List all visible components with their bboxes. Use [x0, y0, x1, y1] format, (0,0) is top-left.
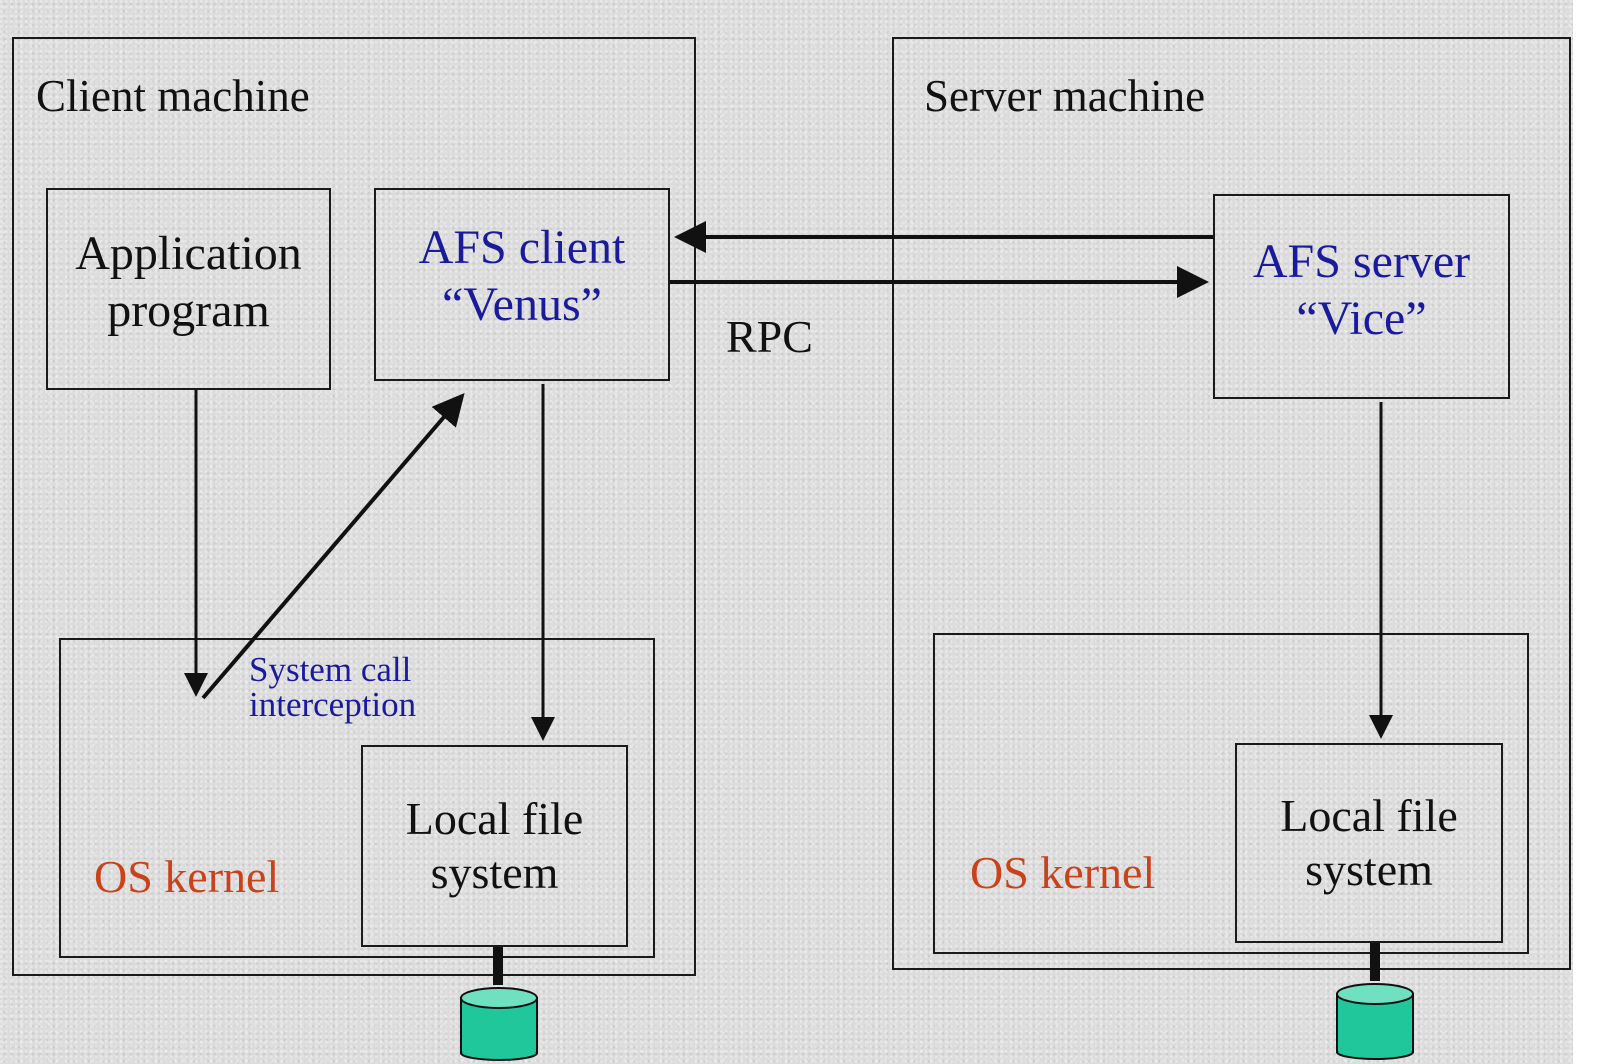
server-machine-box — [892, 37, 1571, 970]
server-machine-title: Server machine — [924, 71, 1206, 121]
client-local-fs-box: Local file system — [361, 745, 628, 947]
diagram-canvas: Client machine Application program AFS c… — [0, 0, 1573, 1064]
server-disk-icon — [1336, 983, 1414, 1060]
afs-server-line2: “Vice” — [1296, 291, 1427, 345]
server-local-fs-line1: Local file — [1280, 790, 1458, 841]
syscall-line1: System call — [249, 650, 412, 689]
server-local-fs-box: Local file system — [1235, 743, 1503, 943]
server-local-fs-line2: system — [1305, 844, 1433, 896]
rpc-label: RPC — [726, 311, 813, 362]
client-disk-connector — [493, 947, 503, 985]
application-program-line2: program — [107, 283, 270, 337]
application-program-box: Application program — [46, 188, 331, 390]
afs-server-line1: AFS server — [1252, 235, 1471, 288]
afs-server-vice-box: AFS server “Vice” — [1213, 194, 1510, 399]
server-os-kernel-box — [933, 633, 1529, 954]
client-local-fs-line1: Local file — [405, 793, 584, 844]
client-disk-icon — [460, 987, 538, 1061]
server-os-kernel-label: OS kernel — [970, 847, 1156, 898]
afs-client-line2: “Venus” — [442, 277, 602, 331]
afs-client-venus-box: AFS client “Venus” — [374, 188, 670, 381]
server-disk-connector — [1370, 943, 1380, 981]
application-program-line1: Application — [75, 227, 302, 280]
afs-client-line1: AFS client — [418, 221, 626, 274]
client-machine-title: Client machine — [36, 71, 310, 121]
interception-to-venus-arrow — [201, 392, 465, 700]
client-machine-box — [12, 37, 696, 976]
syscall-line2: interception — [249, 685, 417, 724]
client-os-kernel-box — [59, 638, 655, 958]
client-local-fs-line2: system — [430, 847, 559, 899]
syscall-interception-label: System call interception — [249, 652, 416, 722]
client-os-kernel-label: OS kernel — [94, 851, 280, 902]
connectors-layer — [184, 221, 1414, 1061]
